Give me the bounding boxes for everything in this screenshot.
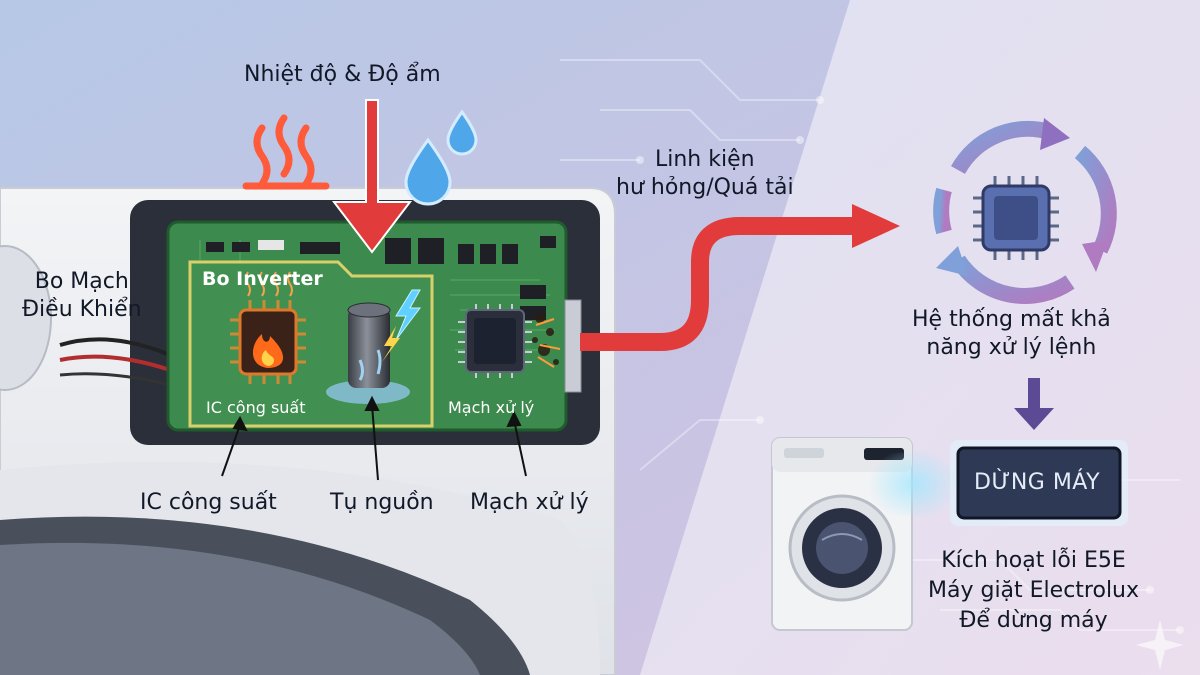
lightning-icon — [382, 289, 421, 362]
label-components-line1: Linh kiện — [654, 147, 755, 172]
capacitor-icon — [326, 302, 410, 404]
chip-icon-system — [973, 176, 1059, 260]
label-control-board: Bo Mạch Điều Khiển — [22, 268, 142, 324]
label-control-board-line1: Bo Mạch — [34, 269, 129, 294]
label-error-line2: Máy giặt Electrolux — [928, 578, 1140, 603]
label-error-line1: Kích hoạt lỗi E5E — [941, 548, 1126, 573]
screen-stop-text: DỪNG MÁY — [974, 470, 1101, 495]
label-control-board-line2: Điều Khiển — [22, 297, 142, 322]
processor-chip-icon — [458, 304, 532, 378]
label-bottom-processor: Mạch xử lý — [470, 490, 589, 515]
board-cpu-label: Mạch xử lý — [448, 398, 535, 417]
label-components-line2: hư hỏng/Quá tải — [616, 175, 794, 200]
label-system-loss: Hệ thống mất khả năng xử lý lệnh — [912, 306, 1111, 362]
heat-waves-icon — [242, 114, 330, 190]
label-error-activation: Kích hoạt lỗi E5E Máy giặt Electrolux Để… — [928, 546, 1139, 636]
inverter-ic-label: IC công suất — [206, 398, 306, 417]
label-system-loss-line1: Hệ thống mất khả — [912, 307, 1111, 332]
label-bottom-ic: IC công suất — [140, 490, 277, 515]
sparkle-icon — [1136, 620, 1184, 670]
cycle-arrows-icon — [933, 120, 1117, 304]
fire-chip-icon — [230, 271, 306, 384]
label-heat-humidity: Nhiệt độ & Độ ẩm — [244, 62, 441, 87]
water-drops-icon — [404, 109, 478, 206]
inverter-board-title: Bo Inverter — [202, 268, 323, 290]
label-error-line3: Để dừng máy — [959, 608, 1108, 633]
label-bottom-capacitor: Tụ nguồn — [330, 490, 434, 515]
label-system-loss-line2: năng xử lý lệnh — [926, 335, 1097, 360]
label-components-overload: Linh kiện hư hỏng/Quá tải — [616, 146, 794, 202]
